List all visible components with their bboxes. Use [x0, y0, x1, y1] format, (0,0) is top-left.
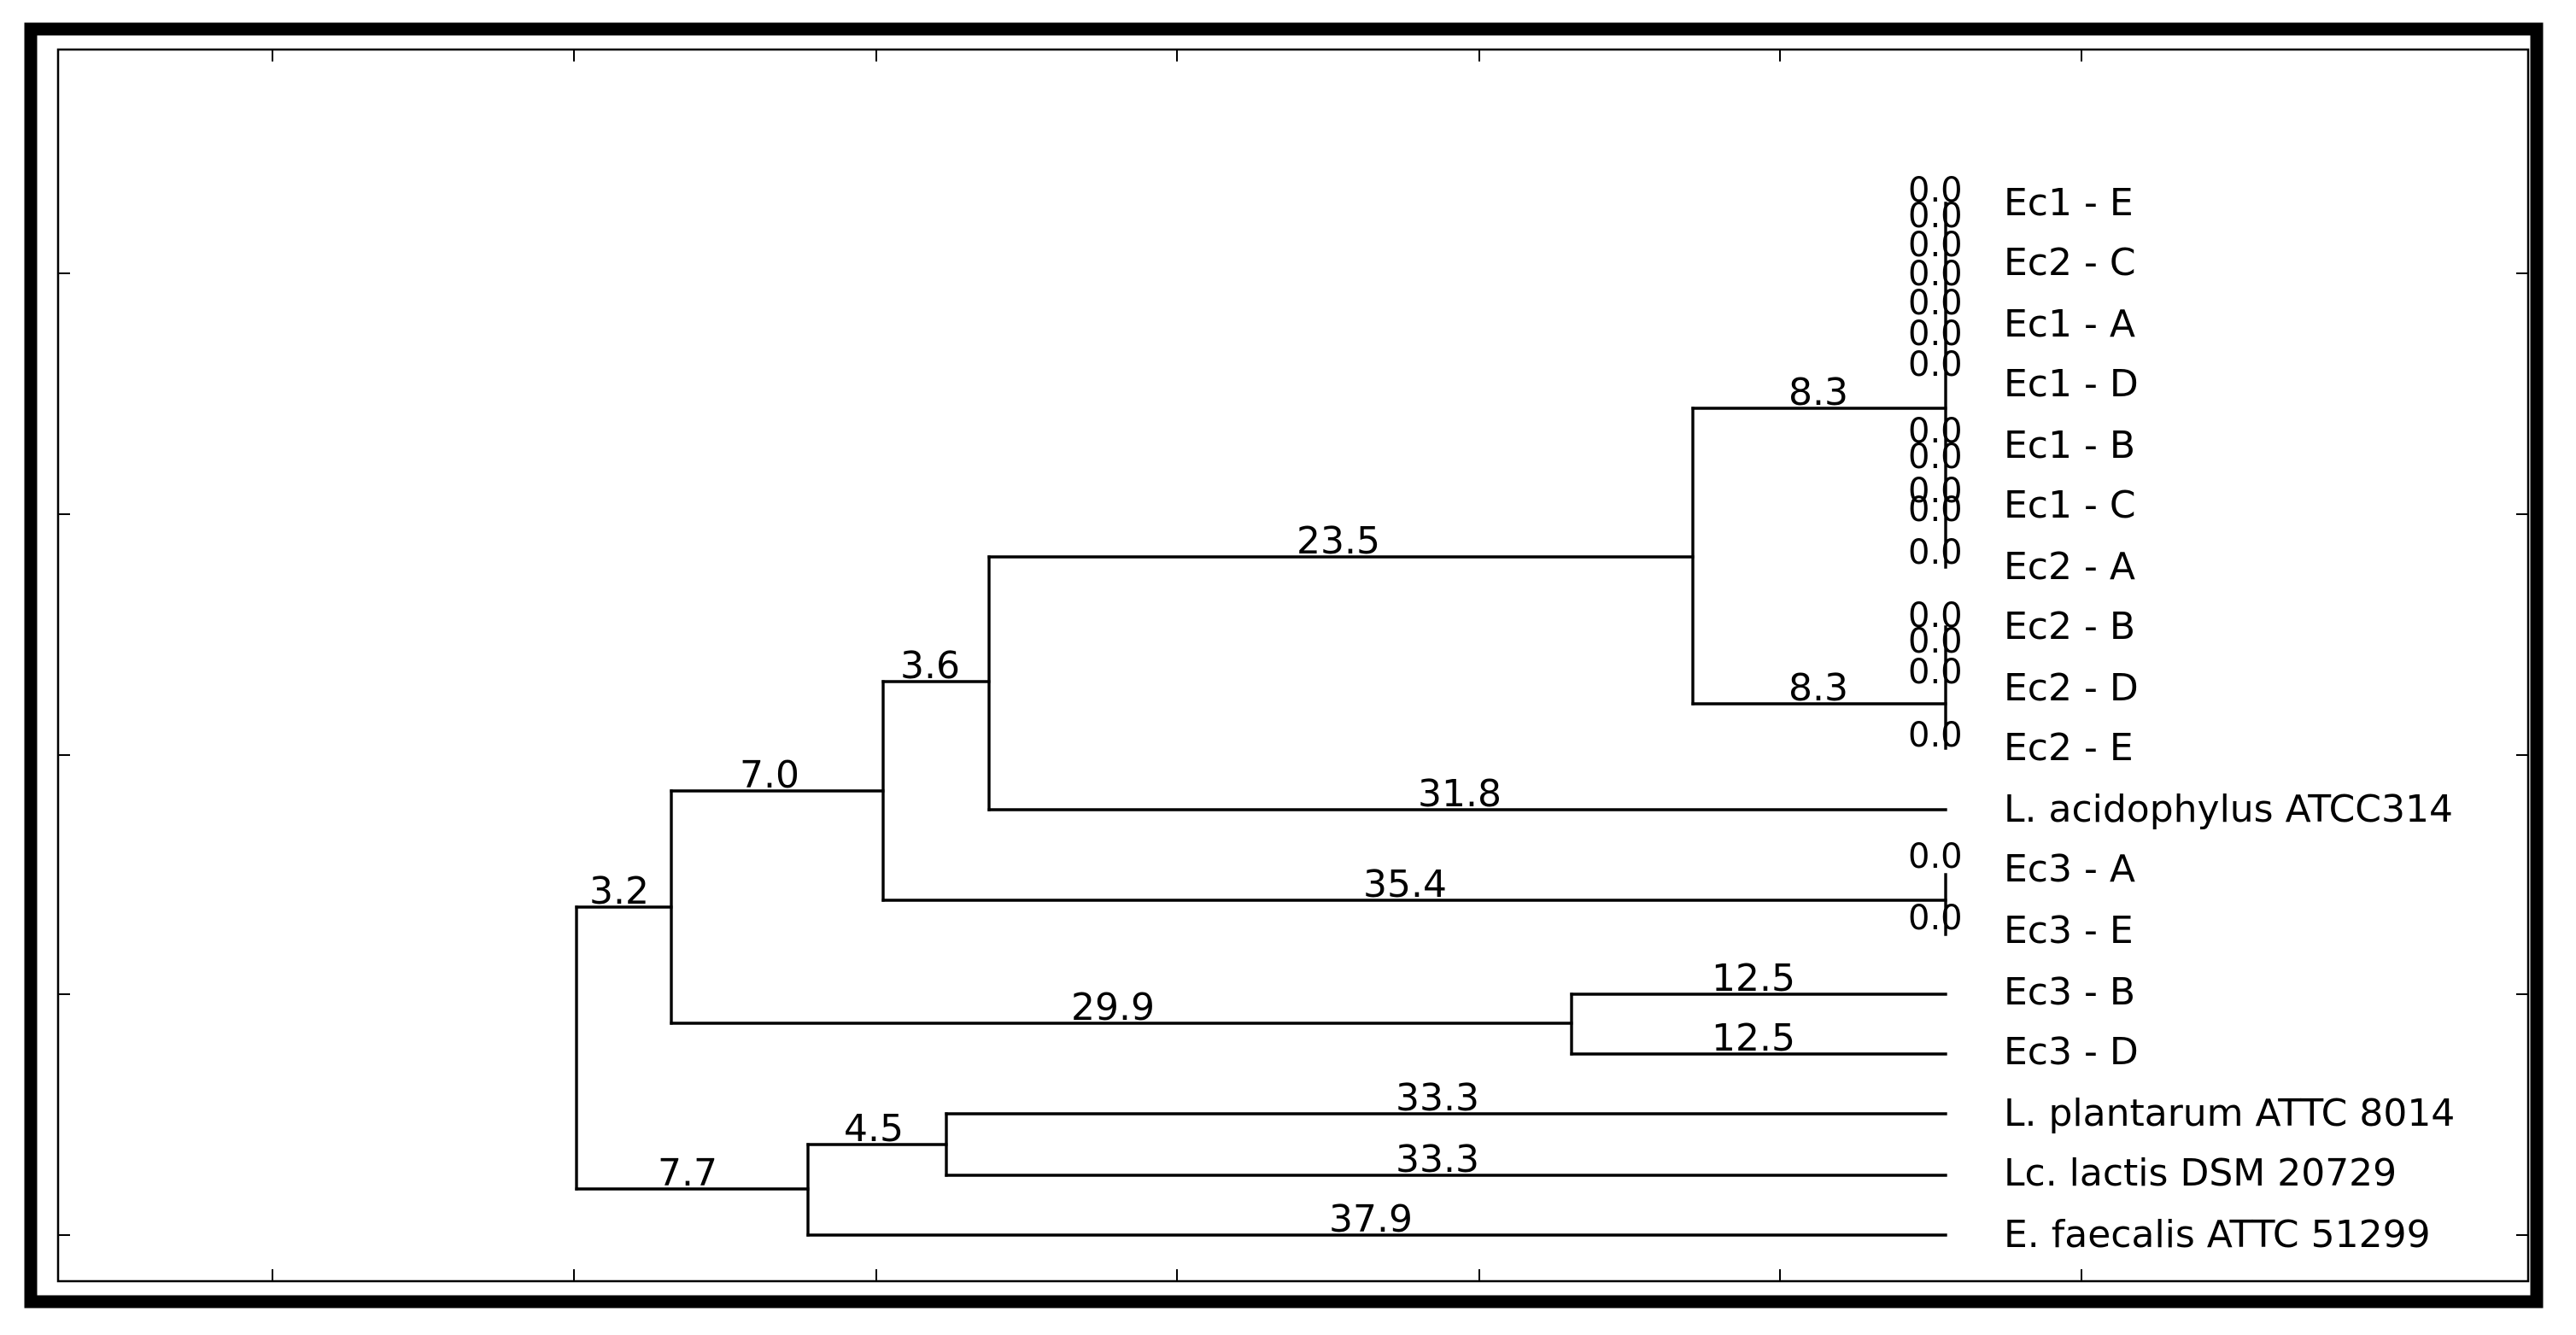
zero-label: 0.0 — [1908, 314, 1963, 354]
branch-label-root-lower: 7.7 — [658, 1151, 717, 1195]
leaf-label-ec2a: Ec2 - A — [2004, 545, 2135, 588]
leaf-label-ec2e: Ec2 - E — [2004, 726, 2134, 770]
branch-label-node-3-6: 3.6 — [900, 644, 960, 688]
outer-border — [24, 22, 2544, 1309]
leaf-label-ec1b: Ec1 - B — [2004, 424, 2135, 467]
branch-label-node-4-5: 4.5 — [844, 1107, 904, 1151]
branch-label-lclactis: 33.3 — [1396, 1138, 1479, 1181]
zero-label: 0.0 — [1908, 284, 1963, 323]
leaf-label-ec1a: Ec1 - A — [2004, 302, 2135, 346]
leaf-label-ec1e: Ec1 - E — [2004, 181, 2134, 225]
leaf-label-ec3d: Ec3 - D — [2004, 1030, 2139, 1074]
zero-label: 0.0 — [1908, 171, 1963, 210]
branch-label-root-upper: 3.2 — [589, 870, 649, 913]
branch-label-ec3ae: 35.4 — [1363, 863, 1447, 906]
zero-label: 0.0 — [1908, 899, 1963, 938]
zero-label: 0.0 — [1908, 490, 1963, 530]
zero-label: 0.0 — [1908, 437, 1963, 477]
leaf-label-ec2c: Ec2 - C — [2004, 241, 2136, 284]
leaf-label-ec2d: Ec2 - D — [2004, 666, 2139, 710]
zero-label: 0.0 — [1908, 533, 1963, 572]
branch-label-ec3bd-cluster: 29.9 — [1071, 986, 1155, 1029]
branch-label-ec12-cluster: 23.5 — [1297, 519, 1380, 563]
leaf-label-ec1c: Ec1 - C — [2004, 483, 2136, 527]
branch-label-ec-bottom-sub: 8.3 — [1789, 666, 1848, 710]
leaf-label-ec3a: Ec3 - A — [2004, 847, 2135, 891]
axis-ticks — [58, 50, 2528, 1281]
leaf-label-ec3e: Ec3 - E — [2004, 909, 2134, 952]
leaf-label-lplant: L. plantarum ATTC 8014 — [2004, 1092, 2455, 1135]
leaf-label-efaec: E. faecalis ATTC 51299 — [2004, 1213, 2431, 1256]
leaf-label-ec2b: Ec2 - B — [2004, 605, 2135, 648]
branch-labels: 3.2 7.7 7.0 3.6 23.5 8.3 8.3 31.8 35.4 2… — [589, 371, 1848, 1241]
zero-label: 0.0 — [1908, 622, 1963, 661]
branches — [575, 202, 1947, 1237]
zero-label: 0.0 — [1908, 653, 1963, 692]
zero-label: 0.0 — [1908, 255, 1963, 294]
leaf-label-lclactis: Lc. lactis DSM 20729 — [2004, 1151, 2397, 1195]
branch-label-ec3d: 12.5 — [1712, 1016, 1795, 1060]
zero-branch-labels: 0.0 0.0 0.0 0.0 0.0 0.0 0.0 0.0 0.0 0.0 … — [1908, 171, 1963, 938]
plot-frame — [56, 48, 2530, 1283]
zero-label: 0.0 — [1908, 196, 1963, 236]
zero-label: 0.0 — [1908, 596, 1963, 635]
leaf-label-lacid: L. acidophylus ATCC314 — [2004, 788, 2453, 831]
branch-label-lacid: 31.8 — [1418, 772, 1502, 816]
zero-label: 0.0 — [1908, 716, 1963, 755]
branch-label-lplant: 33.3 — [1396, 1076, 1479, 1120]
zero-label: 0.0 — [1908, 412, 1963, 451]
branch-label-efaec: 37.9 — [1329, 1197, 1413, 1241]
branch-label-ec3b: 12.5 — [1712, 957, 1795, 1000]
branch-label-node-7-0: 7.0 — [740, 753, 799, 797]
leaf-label-ec3b: Ec3 - B — [2004, 970, 2135, 1014]
branch-label-ec-top-sub: 8.3 — [1789, 371, 1848, 414]
zero-label: 0.0 — [1908, 345, 1963, 384]
zero-label: 0.0 — [1908, 837, 1963, 876]
leaf-label-ec1d: Ec1 - D — [2004, 362, 2139, 406]
leaf-labels: Ec1 - E Ec2 - C Ec1 - A Ec1 - D Ec1 - B … — [2004, 181, 2455, 1256]
zero-label: 0.0 — [1908, 225, 1963, 265]
zero-label: 0.0 — [1908, 471, 1963, 511]
